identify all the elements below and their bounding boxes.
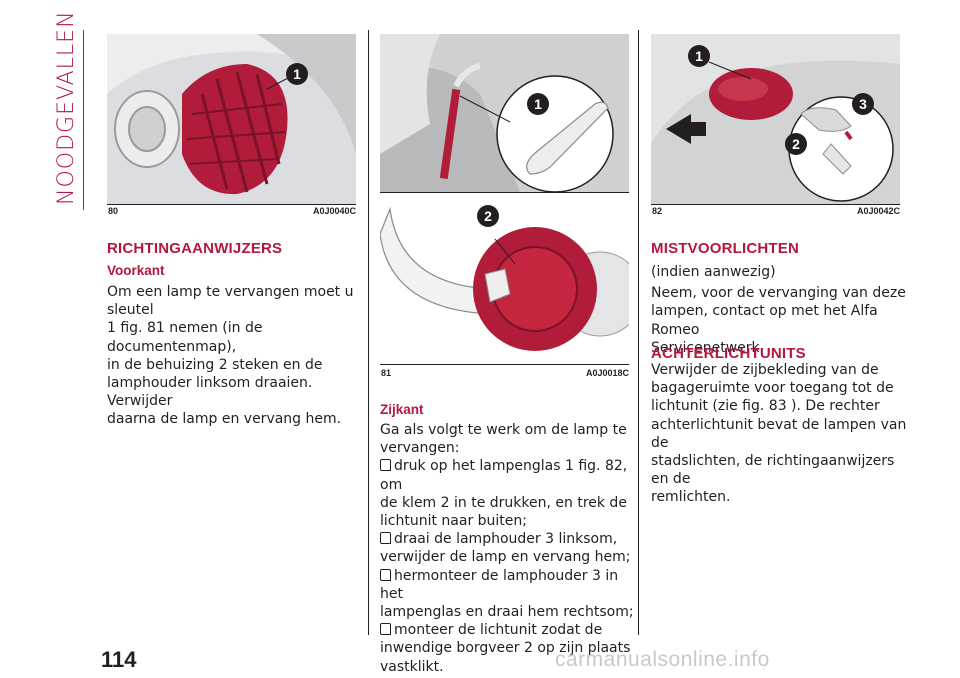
section-tab: NOODGEVALLEN — [54, 10, 79, 205]
figure-81-number: 81 — [381, 368, 392, 378]
bullet-icon — [380, 623, 391, 636]
subheading-voorkant: Voorkant — [107, 263, 165, 278]
watermark: carmanualsonline.info — [555, 648, 770, 671]
heading-achterlichtunits: ACHTERLICHTUNITS — [651, 345, 806, 362]
column-divider-2 — [638, 30, 639, 635]
fig82-callout-1: 1 — [695, 48, 703, 64]
fig80-callout-1: 1 — [293, 66, 301, 82]
figure-80-code: A0J0040C — [312, 206, 356, 216]
figure-80-caption: 80 A0J0040C — [108, 206, 356, 216]
figure-80-number: 80 — [108, 206, 119, 216]
figure-81-code: A0J0018C — [585, 368, 629, 378]
mistvoorlichten-body: (indien aanwezig) Neem, voor de vervangi… — [651, 264, 906, 356]
bullet-icon — [380, 568, 391, 581]
column-divider-1 — [368, 30, 369, 635]
fig82-callout-3: 3 — [859, 96, 867, 112]
figure-82-code: A0J0042C — [856, 206, 900, 216]
achterlichtunits-body: Verwijder de zijbekleding van de bagager… — [651, 362, 907, 506]
figure-81-image-top: 1 — [380, 34, 629, 193]
bullet-item: druk op het lampenglas 1 fig. 82, om — [380, 458, 628, 493]
zijkant-body: Ga als volgt te werk om de lamp te verva… — [380, 422, 635, 675]
figure-81-image-bottom: 2 — [380, 194, 629, 365]
heading-richtingaanwijzers: RICHTINGAANWIJZERS — [107, 240, 283, 257]
fig81-callout-1: 1 — [534, 96, 542, 112]
subheading-zijkant: Zijkant — [380, 402, 424, 417]
fig81-callout-2: 2 — [484, 208, 492, 224]
bullet-item: hermonteer de lamphouder 3 in het — [380, 567, 619, 602]
figure-82-image: 1 2 3 — [651, 34, 900, 205]
bullet-item: draai de lamphouder 3 linksom, — [380, 530, 635, 548]
bullet-item: monteer de lichtunit zodat de — [380, 621, 635, 639]
heading-mistvoorlichten: MISTVOORLICHTEN — [651, 240, 799, 257]
figure-80-image: 1 — [107, 34, 356, 205]
figure-82-number: 82 — [652, 206, 663, 216]
fig82-callout-2: 2 — [792, 136, 800, 152]
section-tab-rule — [83, 30, 84, 210]
page-number: 114 — [101, 647, 137, 672]
figure-82-caption: 82 A0J0042C — [652, 206, 900, 216]
bullet-icon — [380, 459, 391, 472]
bullet-icon — [380, 532, 391, 545]
figure-81-caption: 81 A0J0018C — [381, 368, 629, 378]
voorkant-body: Om een lamp te vervangen moet u sleutel … — [107, 284, 354, 428]
